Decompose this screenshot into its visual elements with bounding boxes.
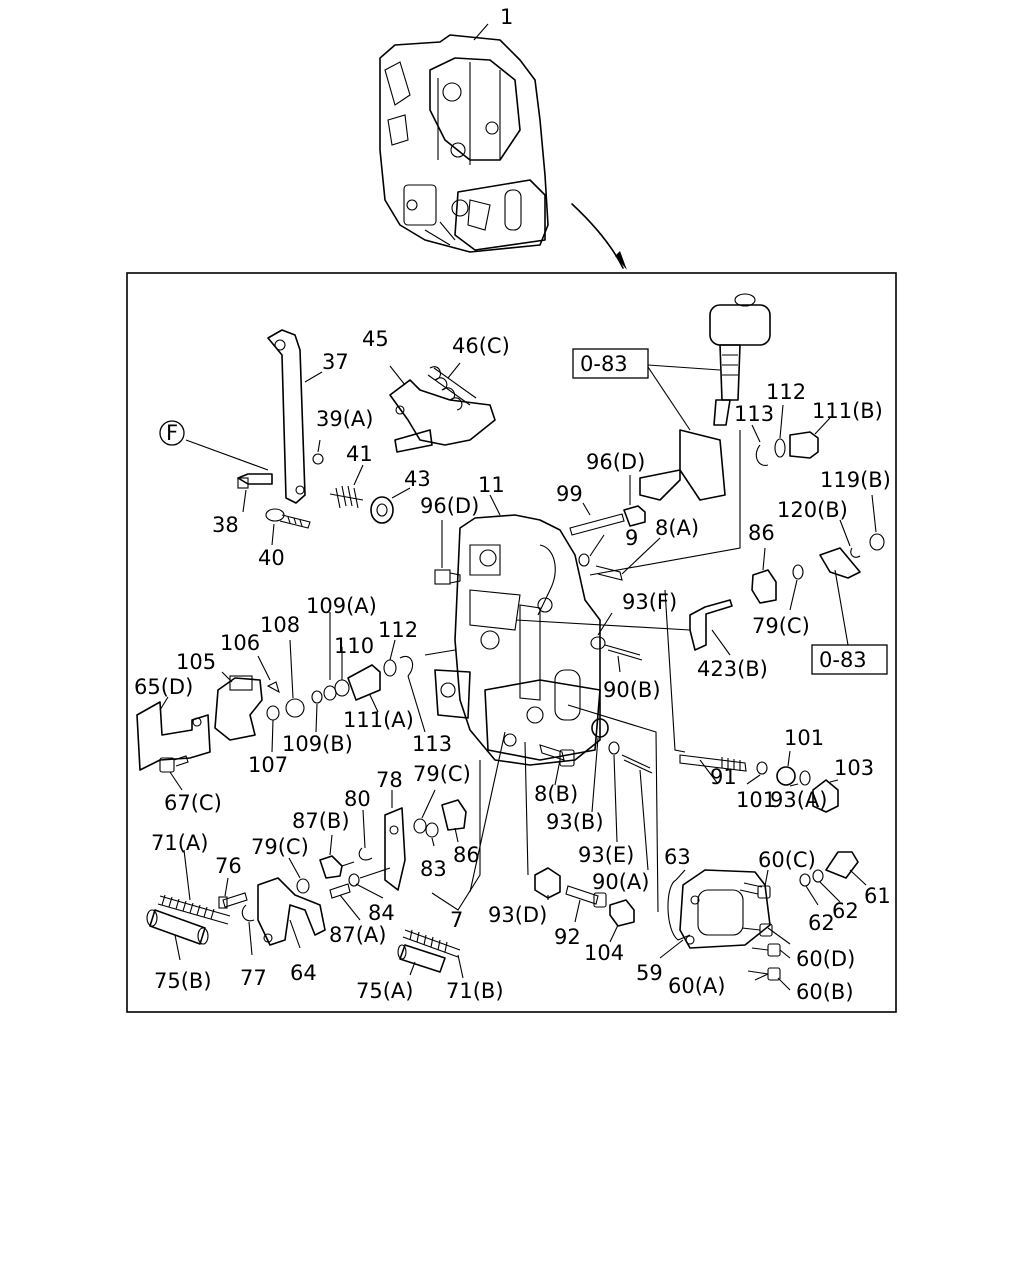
part-label: 62 <box>808 911 835 935</box>
part-label: 93(D) <box>488 903 547 927</box>
part-label: 86 <box>453 843 480 867</box>
part-label: 59 <box>636 961 663 985</box>
part-label: 76 <box>215 854 242 878</box>
part-label: 87(A) <box>329 923 386 947</box>
parts-drawings <box>136 293 885 981</box>
diagram-frame <box>126 272 897 1013</box>
part-label: 0-83 <box>819 648 867 672</box>
part-label: 45 <box>362 327 389 351</box>
part-label: 106 <box>220 631 260 655</box>
part-label: 93(F) <box>622 590 677 614</box>
part-label: 119(B) <box>820 468 891 492</box>
part-label: 93(A) <box>770 788 827 812</box>
part-label: 80 <box>344 787 371 811</box>
ref-box-0-83-right <box>811 644 888 675</box>
part-label: 105 <box>176 650 216 674</box>
part-label: 90(B) <box>603 678 661 702</box>
part-labels: 37 45 46(C) 39(A) 41 43 F 38 40 11 96(D)… <box>134 327 891 1004</box>
part-label: 92 <box>554 925 581 949</box>
ref-circle-f <box>159 420 185 446</box>
part-label: 75(A) <box>356 979 413 1003</box>
part-label: 46(C) <box>452 334 510 358</box>
part-label: 37 <box>322 350 349 374</box>
part-label: 96(D) <box>420 494 479 518</box>
part-label: 79(C) <box>413 762 471 786</box>
assembly-number-label: 1 <box>500 5 513 29</box>
part-label: 60(A) <box>668 974 725 998</box>
part-label: 0-83 <box>580 352 628 376</box>
part-label: 62 <box>832 899 859 923</box>
part-label: 63 <box>664 845 691 869</box>
part-label: 79(C) <box>752 614 810 638</box>
part-label: 109(A) <box>306 594 377 618</box>
part-label: 110 <box>334 634 374 658</box>
part-label: 113 <box>734 402 774 426</box>
part-label: 60(C) <box>758 848 816 872</box>
part-label: 77 <box>240 966 267 990</box>
part-label: 120(B) <box>777 498 848 522</box>
part-label: 101 <box>784 726 824 750</box>
part-label: 108 <box>260 613 300 637</box>
part-label: 111(A) <box>343 708 414 732</box>
part-label: 112 <box>378 618 418 642</box>
part-label: 78 <box>376 768 403 792</box>
part-label: 83 <box>420 857 447 881</box>
part-label: 41 <box>346 442 373 466</box>
part-label: 104 <box>584 941 624 965</box>
part-label: F <box>166 421 178 445</box>
part-label: 71(A) <box>151 831 208 855</box>
overview-assembly-drawing: 1 <box>379 5 627 270</box>
part-label: 84 <box>368 901 395 925</box>
part-label: 423(B) <box>697 657 768 681</box>
part-label: 109(B) <box>282 732 353 756</box>
part-label: 7 <box>450 908 463 932</box>
part-label: 61 <box>864 884 891 908</box>
part-label: 96(D) <box>586 450 645 474</box>
part-label: 40 <box>258 546 285 570</box>
part-label: 103 <box>834 756 874 780</box>
part-label: 38 <box>212 513 239 537</box>
part-label: 93(B) <box>546 810 604 834</box>
part-label: 86 <box>748 521 775 545</box>
leader-lines <box>159 362 877 991</box>
part-label: 11 <box>478 473 505 497</box>
ref-box-0-83-top <box>572 348 649 379</box>
part-label: 107 <box>248 753 288 777</box>
part-label: 8(A) <box>655 516 699 540</box>
part-label: 113 <box>412 732 452 756</box>
part-label: 93(E) <box>578 843 634 867</box>
part-label: 60(B) <box>796 980 854 1004</box>
part-label: 101 <box>736 788 776 812</box>
part-label: 79(C) <box>251 835 309 859</box>
part-label: 64 <box>290 961 317 985</box>
part-label: 67(C) <box>164 791 222 815</box>
part-label: 43 <box>404 467 431 491</box>
part-label: 112 <box>766 380 806 404</box>
part-label: 87(B) <box>292 809 350 833</box>
part-label: 71(B) <box>446 979 504 1003</box>
part-label: 60(D) <box>796 947 855 971</box>
part-label: 39(A) <box>316 407 373 431</box>
part-label: 91 <box>710 765 737 789</box>
part-label: 99 <box>556 482 583 506</box>
part-label: 111(B) <box>812 399 883 423</box>
part-label: 65(D) <box>134 675 193 699</box>
part-label: 75(B) <box>154 969 212 993</box>
part-label: 9 <box>625 526 638 550</box>
part-label: 8(B) <box>534 782 578 806</box>
part-label: 90(A) <box>592 870 649 894</box>
